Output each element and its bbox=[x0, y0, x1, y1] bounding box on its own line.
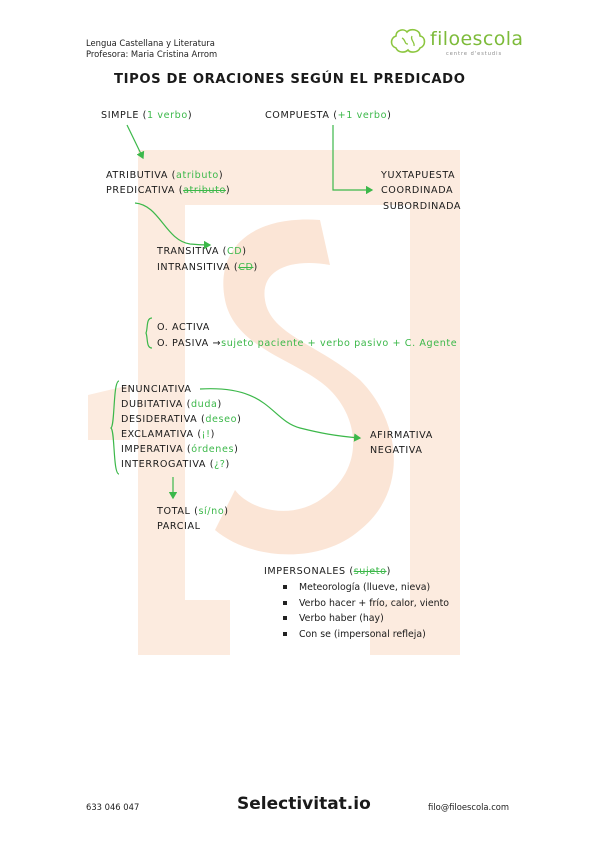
atributiva-label: ATRIBUTIVA (atributo) bbox=[106, 170, 224, 181]
header-info: Lengua Castellana y Literatura Profesora… bbox=[86, 38, 217, 60]
dubitativa-label: DUBITATIVA (duda) bbox=[121, 399, 222, 410]
total-label: TOTAL (sí/no) bbox=[157, 506, 229, 517]
impersonales-list: Meteorología (llueve, nieva) Verbo hacer… bbox=[281, 580, 449, 642]
page-title: TIPOS DE ORACIONES SEGÚN EL PREDICADO bbox=[114, 72, 466, 87]
coordinada-label: COORDINADA bbox=[381, 185, 454, 196]
imperativa-label: IMPERATIVA (órdenes) bbox=[121, 444, 239, 455]
subject-label: Lengua Castellana y Literatura bbox=[86, 38, 215, 48]
interrogativa-label: INTERROGATIVA (¿?) bbox=[121, 459, 230, 470]
yuxtapuesta-label: YUXTAPUESTA bbox=[381, 170, 456, 181]
exclamativa-label: EXCLAMATIVA (¡!) bbox=[121, 429, 215, 440]
afirmativa-label: AFIRMATIVA bbox=[370, 430, 433, 441]
list-item: Con se (impersonal refleja) bbox=[281, 627, 449, 643]
parcial-label: PARCIAL bbox=[157, 521, 201, 532]
logo-name: filoescola bbox=[430, 28, 524, 50]
list-item: Verbo haber (hay) bbox=[281, 611, 449, 627]
enunciativa-label: ENUNCIATIVA bbox=[121, 384, 192, 395]
intransitiva-label: INTRANSITIVA (CD) bbox=[157, 262, 258, 273]
arrow-right-icon: → bbox=[212, 338, 222, 349]
negativa-label: NEGATIVA bbox=[370, 445, 423, 456]
pasiva-label: O. PASIVA →sujeto paciente + verbo pasiv… bbox=[157, 338, 458, 349]
list-item: Meteorología (llueve, nieva) bbox=[281, 580, 449, 596]
subordinada-label: SUBORDINADA bbox=[383, 201, 462, 212]
footer-phone: 633 046 047 bbox=[86, 802, 140, 812]
selectivitat-logo: Selectivitat.io bbox=[237, 794, 371, 814]
impersonales-label: IMPERSONALES (sujeto) bbox=[264, 566, 391, 577]
simple-label: SIMPLE (1 verbo) bbox=[101, 110, 193, 121]
footer-email[interactable]: filo@filoescola.com bbox=[428, 802, 510, 812]
predicativa-label: PREDICATIVA (atributo) bbox=[106, 185, 231, 196]
compuesta-label: COMPUESTA (+1 verbo) bbox=[265, 110, 392, 121]
logo-tagline: centre d'estudis bbox=[446, 51, 503, 57]
transitiva-label: TRANSITIVA (CD) bbox=[157, 246, 247, 257]
list-item: Verbo hacer + frío, calor, viento bbox=[281, 596, 449, 612]
activa-label: O. ACTIVA bbox=[157, 322, 210, 333]
brain-icon bbox=[390, 28, 426, 53]
teacher-label: Profesora: Maria Cristina Arrom bbox=[86, 49, 218, 59]
desiderativa-label: DESIDERATIVA (deseo) bbox=[121, 414, 242, 425]
